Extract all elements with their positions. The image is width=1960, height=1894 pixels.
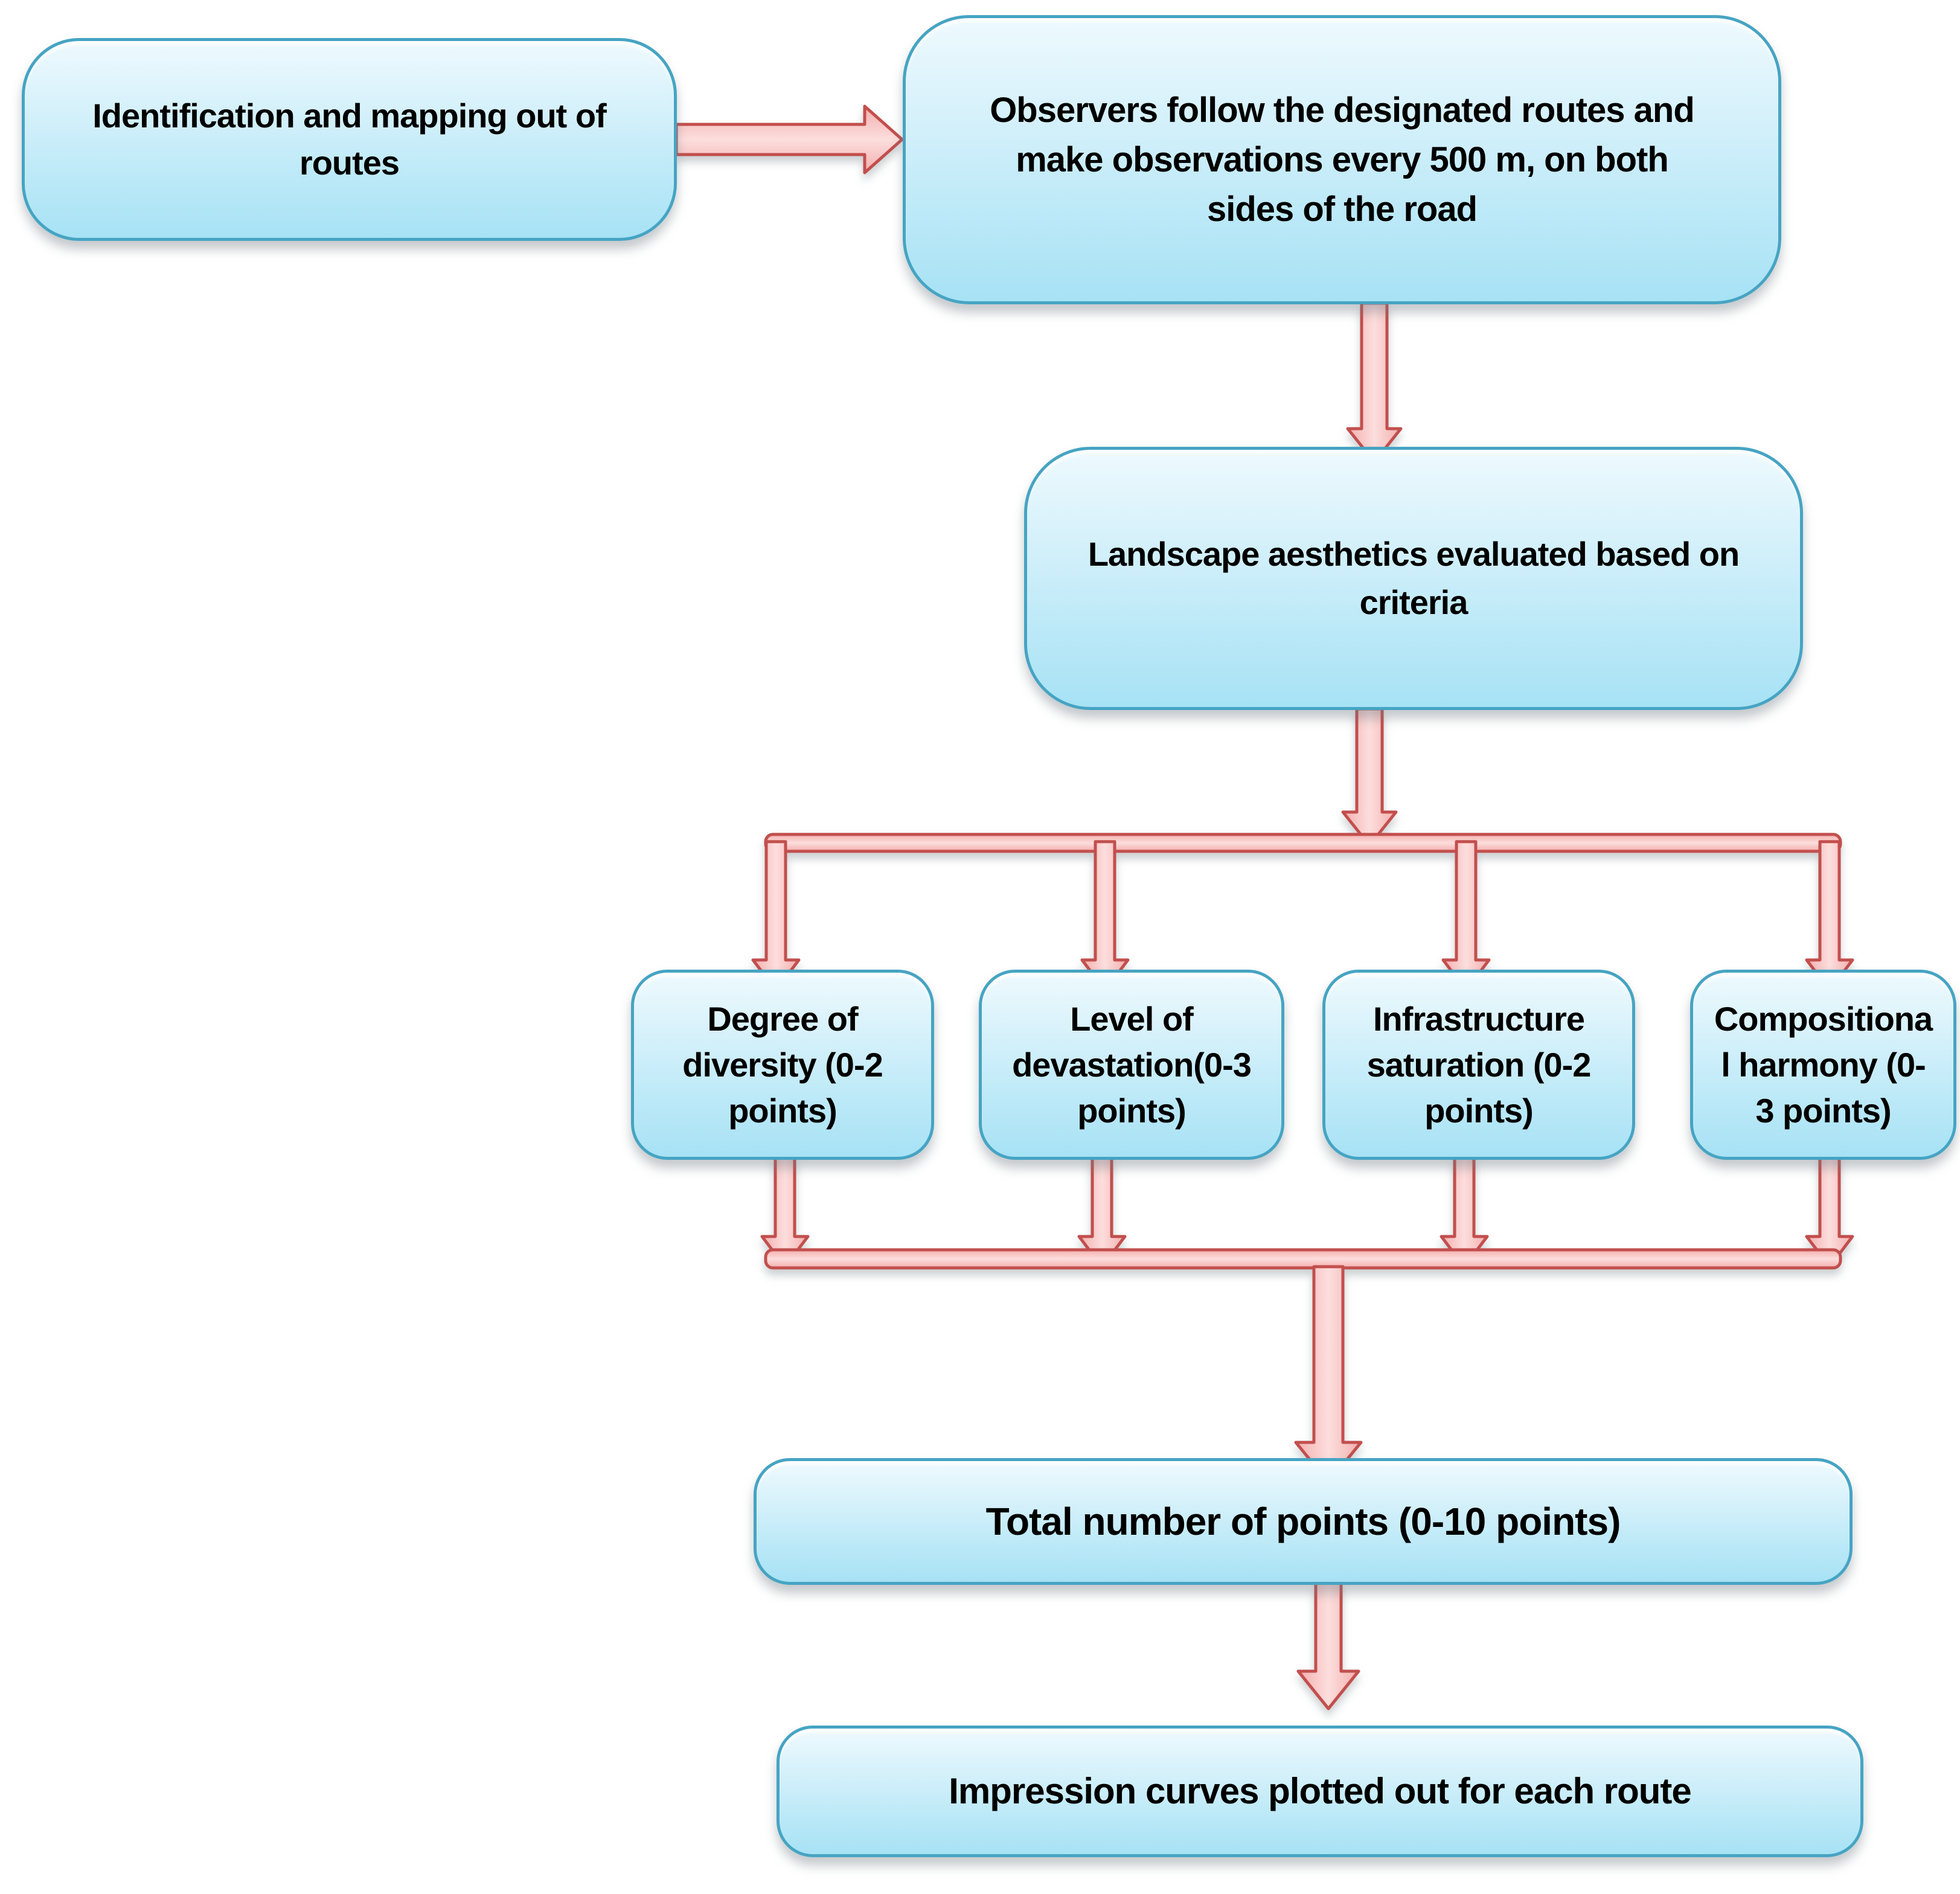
node-degree-line3: points) bbox=[728, 1091, 837, 1130]
node-total-points: Total number of points (0-10 points) bbox=[754, 1458, 1853, 1585]
node-observers-line3: sides of the road bbox=[1206, 189, 1478, 229]
arrow-down-total-icon bbox=[1294, 1265, 1363, 1484]
node-landscape: Landscape aesthetics evaluated based on … bbox=[1024, 447, 1803, 710]
node-identification-line2: routes bbox=[299, 144, 400, 182]
node-landscape-line2: criteria bbox=[1359, 583, 1468, 621]
node-infrastructure-line1: Infrastructure bbox=[1372, 999, 1585, 1038]
node-degree-line1: Degree of bbox=[707, 999, 858, 1038]
arrow-down-infrastructure-icon bbox=[1441, 840, 1491, 992]
node-compositional-line3: 3 points) bbox=[1755, 1091, 1891, 1130]
node-total-line1: Total number of points (0-10 points) bbox=[985, 1500, 1621, 1543]
node-compositional-harmony: Compositiona l harmony (0- 3 points) bbox=[1690, 970, 1956, 1160]
node-compositional-line1: Compositiona bbox=[1714, 999, 1933, 1038]
arrow-down-compositional-icon bbox=[1805, 840, 1854, 992]
node-degree-line2: diversity (0-2 bbox=[682, 1045, 883, 1084]
node-compositional-line2: l harmony (0- bbox=[1721, 1045, 1926, 1084]
node-observers: Observers follow the designated routes a… bbox=[903, 15, 1781, 304]
arrow-down-devastation-icon bbox=[1080, 840, 1130, 992]
node-infrastructure-line3: points) bbox=[1424, 1091, 1534, 1130]
node-identification-line1: Identification and mapping out of bbox=[92, 97, 606, 135]
arrow-right-icon bbox=[674, 104, 904, 174]
node-landscape-line1: Landscape aesthetics evaluated based on bbox=[1087, 535, 1740, 573]
node-infrastructure-line2: saturation (0-2 bbox=[1366, 1045, 1592, 1084]
node-impression-curves: Impression curves plotted out for each r… bbox=[777, 1726, 1863, 1857]
arrow-down-degree-icon bbox=[751, 840, 801, 992]
arrow-down-landscape-icon bbox=[1341, 707, 1398, 847]
node-impression-line1: Impression curves plotted out for each r… bbox=[949, 1771, 1692, 1811]
split-bar bbox=[764, 833, 1842, 853]
node-degree-of-diversity: Degree of diversity (0-2 points) bbox=[631, 970, 934, 1160]
arrow-down-impression-icon bbox=[1296, 1581, 1360, 1710]
node-level-of-devastation: Level of devastation(0-3 points) bbox=[979, 970, 1284, 1160]
node-devastation-line1: Level of bbox=[1070, 999, 1194, 1038]
node-devastation-line3: points) bbox=[1077, 1091, 1187, 1130]
merge-bar bbox=[764, 1248, 1842, 1270]
node-observers-line2: make observations every 500 m, on both bbox=[1016, 139, 1669, 179]
arrow-merge-compositional-icon bbox=[1805, 1154, 1854, 1269]
arrow-down-observers-icon bbox=[1346, 301, 1403, 464]
node-devastation-line2: devastation(0-3 bbox=[1012, 1045, 1252, 1084]
node-infrastructure-saturation: Infrastructure saturation (0-2 points) bbox=[1322, 970, 1635, 1160]
node-observers-line1: Observers follow the designated routes a… bbox=[990, 90, 1695, 130]
node-identification: Identification and mapping out of routes bbox=[22, 38, 677, 241]
